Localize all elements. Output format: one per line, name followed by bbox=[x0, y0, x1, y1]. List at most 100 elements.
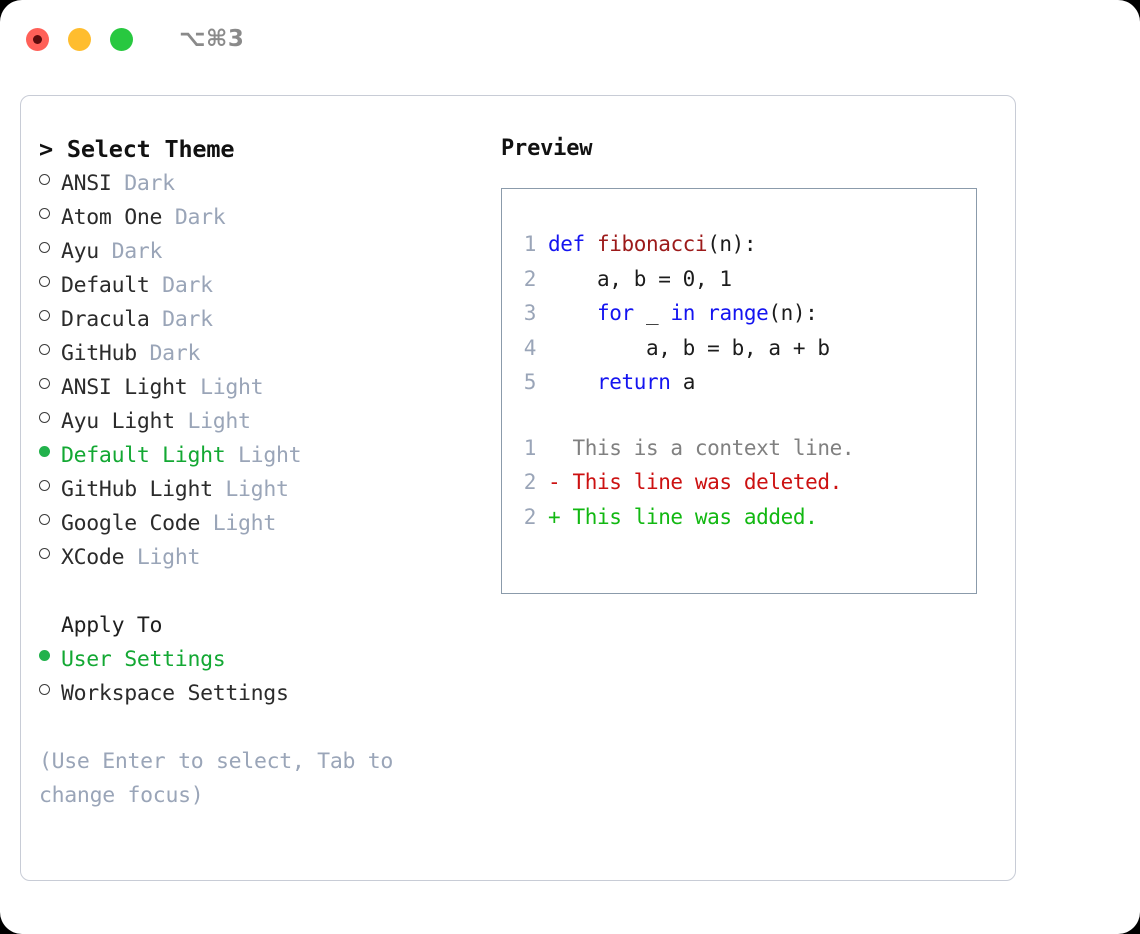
radio-dot bbox=[39, 514, 50, 525]
radio-unselected-icon bbox=[39, 268, 61, 302]
close-button[interactable] bbox=[26, 27, 49, 51]
theme-option[interactable]: Ayu Light Light bbox=[39, 405, 491, 439]
theme-option[interactable]: XCode Light bbox=[39, 541, 491, 575]
code-line-number: 5 bbox=[523, 370, 537, 394]
code-token: a bbox=[670, 370, 696, 394]
theme-name-space bbox=[150, 269, 163, 303]
code-line: 4 a, b = b, a + b bbox=[502, 331, 976, 366]
theme-variant-tag: Light bbox=[187, 409, 251, 434]
radio-unselected-icon bbox=[39, 676, 61, 710]
code-token: (n): bbox=[707, 232, 757, 256]
preview-title: Preview bbox=[501, 136, 593, 161]
theme-name-space bbox=[99, 235, 112, 269]
code-token: for bbox=[596, 301, 634, 325]
keyboard-hint-text: (Use Enter to select, Tab to change focu… bbox=[39, 749, 394, 808]
theme-option[interactable]: Default Dark bbox=[39, 269, 491, 303]
theme-name-space bbox=[137, 337, 150, 371]
title-bar: ⌥⌘3 bbox=[0, 0, 1140, 78]
theme-variant-tag: Dark bbox=[149, 341, 201, 366]
code-token: in bbox=[670, 301, 695, 325]
theme-name: GitHub Light bbox=[61, 477, 213, 502]
apply-to-name: User Settings bbox=[61, 647, 226, 672]
diff-sample: 1 This is a context line. 2 - This line wa… bbox=[502, 431, 976, 535]
radio-dot bbox=[39, 174, 50, 185]
theme-name: Google Code bbox=[61, 511, 201, 536]
theme-variant-tag: Light bbox=[238, 443, 302, 468]
theme-option[interactable]: Ayu Dark bbox=[39, 235, 491, 269]
code-token: def bbox=[548, 232, 597, 256]
radio-unselected-icon bbox=[39, 166, 61, 200]
radio-unselected-icon bbox=[39, 404, 61, 438]
code-line: 5 return a bbox=[502, 365, 976, 400]
diff-line-number: 2 bbox=[523, 504, 537, 529]
theme-name-space bbox=[200, 507, 213, 541]
apply-to-option[interactable]: User Settings bbox=[39, 643, 491, 677]
theme-option[interactable]: ANSI Dark bbox=[39, 167, 491, 201]
code-line-content: a, b = b, a + b bbox=[548, 331, 830, 366]
theme-option[interactable]: Default Light Light bbox=[39, 439, 491, 473]
theme-option[interactable]: Dracula Dark bbox=[39, 303, 491, 337]
theme-name: Default Light bbox=[61, 443, 226, 468]
theme-name-space bbox=[112, 167, 125, 201]
radio-unselected-icon bbox=[39, 200, 61, 234]
theme-variant-tag: Light bbox=[136, 545, 201, 570]
diff-line-number: 2 bbox=[523, 470, 537, 494]
code-line-content: return a bbox=[548, 365, 695, 400]
diff-line: 2 - This line was deleted. bbox=[502, 465, 976, 500]
theme-option[interactable]: GitHub Dark bbox=[39, 337, 491, 371]
diff-line-text: This is a context line. bbox=[548, 435, 855, 460]
theme-name: Dracula bbox=[61, 307, 150, 332]
theme-name-space bbox=[187, 371, 200, 405]
radio-dot bbox=[39, 378, 50, 389]
theme-name: Ayu bbox=[61, 239, 99, 264]
apply-to-option[interactable]: Workspace Settings bbox=[39, 677, 491, 711]
radio-unselected-icon bbox=[39, 336, 61, 370]
diff-line-number: 1 bbox=[523, 435, 537, 460]
code-token: range bbox=[707, 301, 769, 325]
radio-unselected-icon bbox=[39, 302, 61, 336]
code-token: (n): bbox=[768, 301, 818, 325]
theme-option[interactable]: GitHub Light Light bbox=[39, 473, 491, 507]
theme-option[interactable]: Atom One Dark bbox=[39, 201, 491, 235]
theme-name-space bbox=[162, 201, 175, 235]
radio-dot bbox=[39, 684, 50, 695]
diff-line: 2+ This line was added. bbox=[502, 500, 976, 535]
theme-variant-tag: Dark bbox=[124, 171, 175, 196]
code-token: fibonacci bbox=[596, 232, 708, 256]
theme-option[interactable]: Google Code Light bbox=[39, 507, 491, 541]
theme-name: GitHub bbox=[61, 341, 137, 366]
maximize-button[interactable] bbox=[110, 27, 133, 51]
code-token bbox=[695, 301, 707, 325]
code-token: return bbox=[596, 370, 671, 394]
theme-name: XCode bbox=[61, 545, 125, 570]
code-token: _ bbox=[633, 301, 671, 325]
diff-line-text: - This line was deleted. bbox=[548, 470, 842, 494]
theme-name-space bbox=[124, 541, 137, 575]
select-theme-header: > Select Theme bbox=[39, 135, 235, 163]
radio-dot bbox=[39, 310, 50, 321]
radio-dot bbox=[39, 446, 50, 457]
code-line-number: 2 bbox=[523, 266, 537, 291]
diff-line: 1 This is a context line. bbox=[502, 431, 976, 466]
radio-dot bbox=[39, 242, 50, 253]
theme-variant-tag: Dark bbox=[174, 205, 226, 230]
radio-dot bbox=[39, 650, 50, 661]
radio-unselected-icon bbox=[39, 540, 61, 574]
apply-to-name: Workspace Settings bbox=[61, 681, 289, 706]
section-gap bbox=[39, 575, 491, 609]
theme-variant-tag: Light bbox=[200, 375, 264, 400]
code-diff-gap bbox=[502, 400, 976, 431]
radio-dot bbox=[39, 344, 50, 355]
minimize-button[interactable] bbox=[68, 27, 91, 51]
theme-option[interactable]: ANSI Light Light bbox=[39, 371, 491, 405]
radio-unselected-icon bbox=[39, 472, 61, 506]
